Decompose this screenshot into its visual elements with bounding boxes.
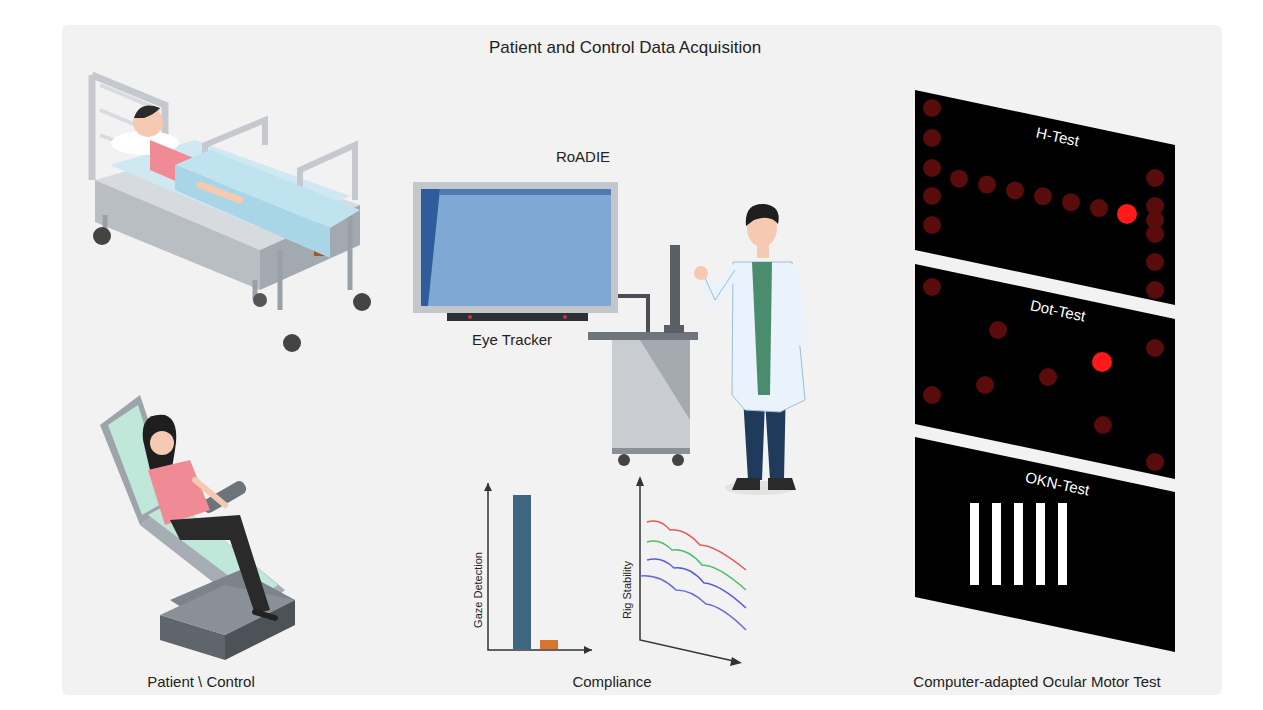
panel-outline [912,435,1178,657]
target-dot [1146,281,1164,299]
section-label: Compliance [572,673,651,690]
target-dot [923,386,941,404]
group-label: Patient \ Control [147,673,255,690]
okn-stripe [1036,503,1045,585]
target-dot [923,159,941,177]
hospital-bed [92,75,371,352]
device-name: RoADIE [556,148,610,165]
device-label: Eye Tracker [472,331,552,348]
okn-stripe [970,503,979,585]
test-panel: OKN-Test [912,435,1178,657]
gaze-bar [513,495,531,649]
diagram-title: Patient and Control Data Acquisition [489,38,761,58]
target-dot [1039,368,1057,386]
section-label: Computer-adapted Ocular Motor Test [913,673,1160,690]
target-dot [1090,199,1108,217]
background-panel [62,25,1222,695]
target-dot [923,187,941,205]
target-dot [1146,197,1164,215]
target-dot [1094,416,1112,434]
reclining-chair [100,395,295,660]
target-dot [1062,193,1080,211]
target-dot [1146,169,1164,187]
target-dot [1146,253,1164,271]
target-dot [989,321,1007,339]
target-dot [923,216,941,234]
axis-label: Gaze Detection [472,552,484,628]
axis-label: Rig Stability [621,561,633,619]
cart [588,245,698,466]
target-dot [978,176,996,194]
target-dot [1146,225,1164,243]
okn-stripe [1014,503,1023,585]
target-dot [1034,187,1052,205]
doctor [694,204,805,495]
target-dot [923,278,941,296]
target-dot [1006,181,1024,199]
target-dot [1146,339,1164,357]
target-dot [923,129,941,147]
okn-stripe [992,503,1001,585]
target-dot [950,170,968,188]
okn-stripe [1058,503,1067,585]
target-dot [1146,453,1164,471]
compliance-charts [484,476,746,666]
roadie-monitor [413,182,648,335]
gaze-bar [540,640,558,649]
target-dot [923,99,941,117]
target-dot [1092,352,1112,372]
target-dot [1117,204,1137,224]
target-dot [976,376,994,394]
